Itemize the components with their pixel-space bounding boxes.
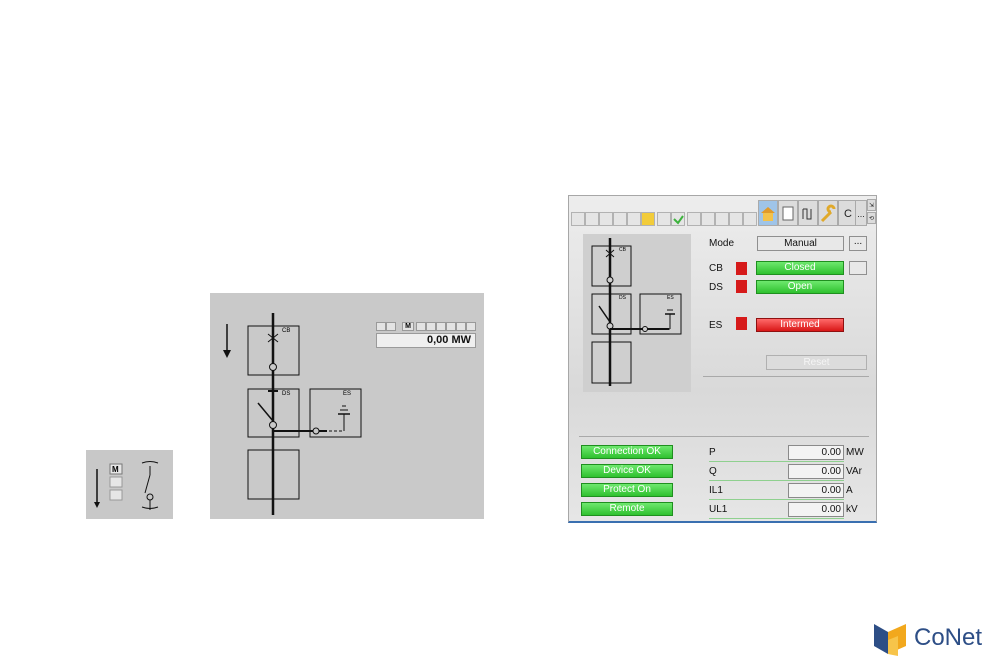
document-icon[interactable] <box>778 200 798 226</box>
cb-label: CB <box>709 263 723 274</box>
device-status[interactable]: Device OK <box>581 464 673 478</box>
mid-ds-label: DS <box>282 391 291 397</box>
faceplate-single-line <box>591 238 682 386</box>
measurement-value: 0.00 <box>788 445 844 460</box>
home-icon[interactable] <box>758 200 778 226</box>
mini-button[interactable] <box>466 322 476 331</box>
remote-status[interactable]: Remote <box>581 502 673 516</box>
divider <box>703 376 869 377</box>
toolbar-button[interactable] <box>701 212 715 226</box>
measurement-unit: A <box>846 485 853 496</box>
power-value: 0,00 MW <box>376 333 476 348</box>
mini-button[interactable] <box>446 322 456 331</box>
cb-state-indicator <box>736 262 747 275</box>
check-icon[interactable] <box>671 212 685 226</box>
ds-status-field[interactable]: Open <box>756 280 844 294</box>
faceplate-diagram[interactable]: CB DS ES <box>583 234 691 392</box>
measurement-unit: kV <box>846 504 858 515</box>
logo-text: CoNet <box>914 624 983 651</box>
pin-icon[interactable]: ⇲ <box>867 199 876 211</box>
ds-state-indicator <box>736 280 747 293</box>
cb-extra-button[interactable] <box>849 261 867 275</box>
measurement-line <box>709 518 844 519</box>
fp-es-label: ES <box>667 295 674 301</box>
measurement-unit: VAr <box>846 466 862 477</box>
cb-status-field[interactable]: Closed <box>756 261 844 275</box>
small-switch-panel[interactable]: M <box>86 450 173 519</box>
toolbar-button[interactable] <box>729 212 743 226</box>
toolbar-button[interactable] <box>585 212 599 226</box>
measurement-line <box>709 480 844 481</box>
measurement-line <box>709 461 844 462</box>
mini-button[interactable] <box>376 322 386 331</box>
mini-button[interactable] <box>456 322 466 331</box>
toolbar-button[interactable] <box>599 212 613 226</box>
es-state-indicator <box>736 317 747 330</box>
measurement-value: 0.00 <box>788 483 844 498</box>
mini-button[interactable] <box>416 322 426 331</box>
trend-icon[interactable] <box>798 200 818 226</box>
mid-cb-label: CB <box>282 328 291 334</box>
toolbar-button[interactable] <box>571 212 585 226</box>
mode-indicator[interactable]: M <box>402 322 414 331</box>
wrench-icon[interactable] <box>818 200 838 226</box>
toolbar-button[interactable] <box>743 212 757 226</box>
small-panel-graphic <box>94 461 159 510</box>
toolbar-button[interactable] <box>687 212 701 226</box>
measurement-value: 0.00 <box>788 464 844 479</box>
breaker-faceplate[interactable]: C ... ⇲ ⟲ CB DS ES Mode Manual ... CB <box>568 195 877 523</box>
measurement-name: P <box>709 447 716 458</box>
protection-status[interactable]: Protect On <box>581 483 673 497</box>
single-line-diagram <box>223 313 362 515</box>
more-button[interactable]: ... <box>855 200 867 226</box>
reset-button[interactable]: Reset <box>766 355 867 370</box>
mode-more-button[interactable]: ... <box>849 236 867 251</box>
measurement-value: 0.00 <box>788 502 844 517</box>
mini-button[interactable] <box>426 322 436 331</box>
mode-value-button[interactable]: Manual <box>757 236 844 251</box>
measurement-line <box>709 499 844 500</box>
folder-icon[interactable] <box>641 212 655 226</box>
ds-label: DS <box>709 282 723 293</box>
mini-button[interactable] <box>386 322 396 331</box>
fp-cb-label: CB <box>619 247 626 253</box>
mode-label: Mode <box>709 238 735 249</box>
connection-status[interactable]: Connection OK <box>581 445 673 459</box>
divider <box>579 436 869 437</box>
mid-es-label: ES <box>343 391 352 397</box>
toolbar-button[interactable] <box>627 212 641 226</box>
logo-mark-icon <box>874 624 906 656</box>
toolbar-button[interactable] <box>613 212 627 226</box>
small-mode-label: M <box>112 465 119 474</box>
toolbar-button[interactable] <box>657 212 671 226</box>
measurement-name: IL1 <box>709 485 723 496</box>
restore-icon[interactable]: ⟲ <box>867 212 876 224</box>
conet-logo: CoNet <box>874 620 994 660</box>
measurement-name: UL1 <box>709 504 728 515</box>
measurement-unit: MW <box>846 447 864 458</box>
toolbar-button[interactable] <box>715 212 729 226</box>
fp-ds-label: DS <box>619 295 626 301</box>
es-label: ES <box>709 320 723 331</box>
bay-overview-panel[interactable]: CB DS ES M 0,00 MW <box>210 293 484 519</box>
mini-button[interactable] <box>436 322 446 331</box>
es-status-field[interactable]: Intermed <box>756 318 844 332</box>
power-display[interactable]: M 0,00 MW <box>376 322 476 349</box>
measurement-name: Q <box>709 466 717 477</box>
